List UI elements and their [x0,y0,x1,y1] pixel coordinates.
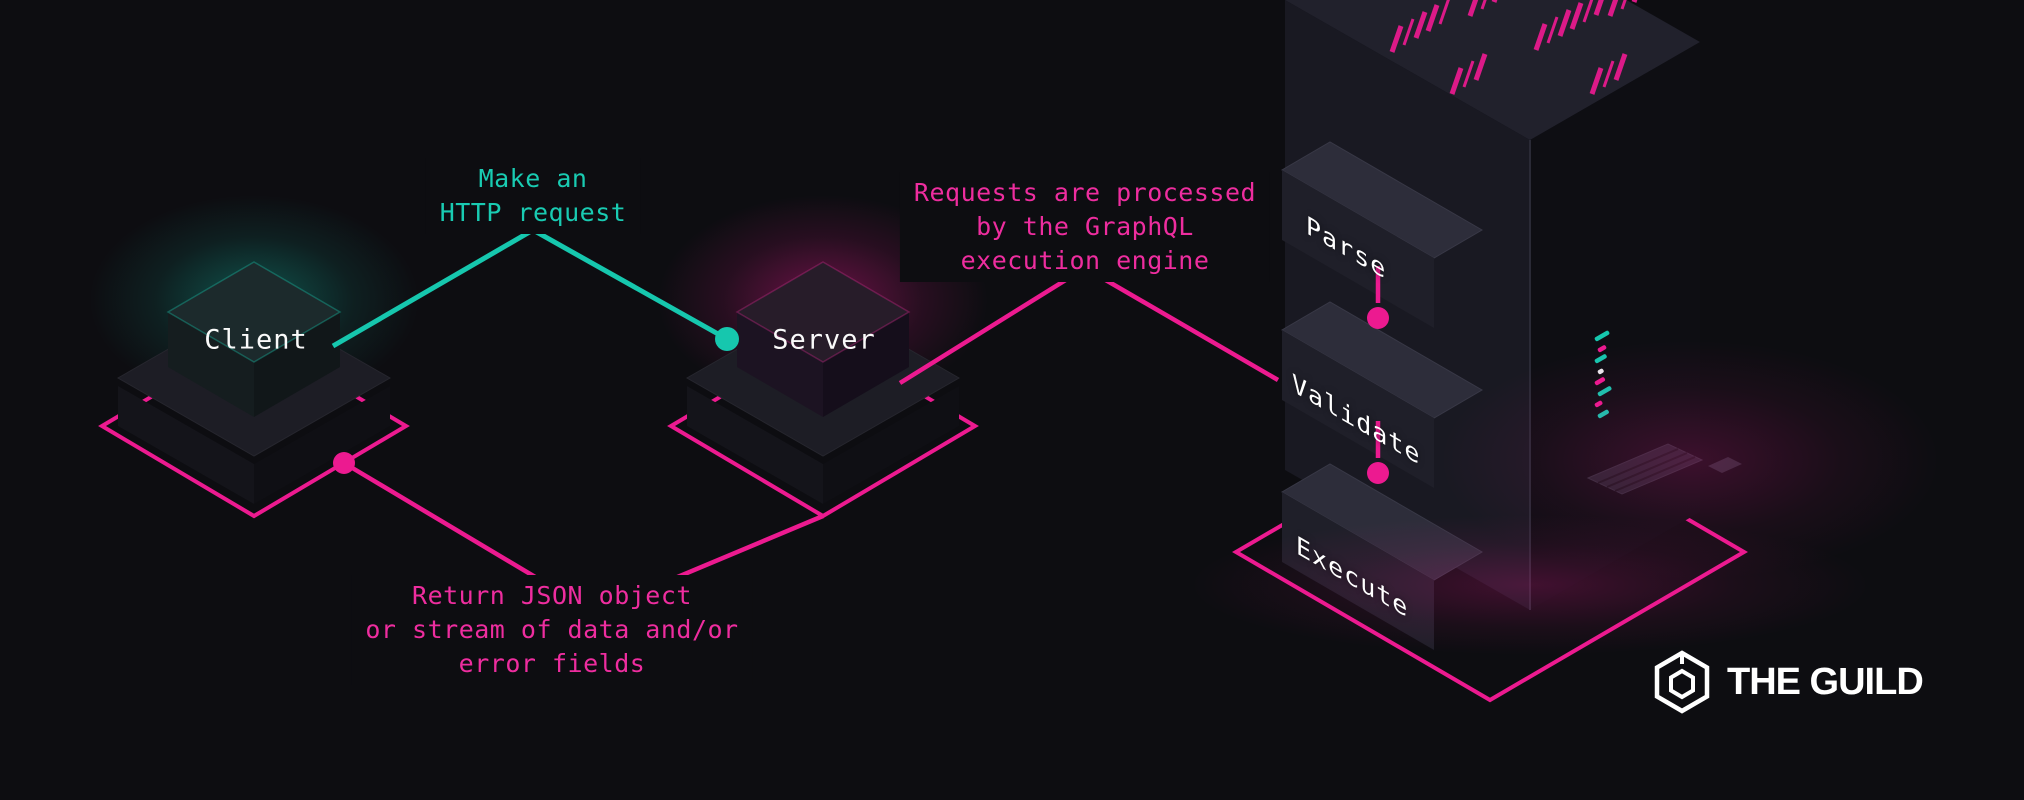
server-node [667,261,979,519]
response-caption: Return JSON object or stream of data and… [351,575,753,685]
step-box-validate [1281,301,1483,488]
client-slab-right-face [254,386,390,504]
barcode-bar [1462,60,1475,88]
http-request-caption: Make an HTTP request [425,158,641,234]
pin-dot-validate-execute [1367,462,1389,484]
server-slab-left-face [687,386,823,504]
server-cube-top-face [735,261,911,363]
barcode-marks-icon [1389,0,1638,95]
barcode-bar [1582,0,1594,23]
barcode-bar [1607,0,1619,17]
barcode-bar [1569,2,1584,30]
request-endpoint-dot [715,327,739,351]
client-slab-left-face [118,386,254,504]
barcode-bar [1533,23,1548,51]
tower-top-face [1285,0,1700,140]
step-connector-pins [1367,266,1389,484]
parse-box-top-face [1281,141,1483,259]
barcode-bar [1402,18,1415,46]
step-box-parse [1281,141,1483,328]
barcode-bar [1546,16,1559,44]
client-cube-right-face [254,312,340,417]
response-origin-dot [333,452,355,474]
server-label: Server [772,324,876,356]
barcode-bar [1602,60,1615,88]
guild-hexagon-icon [1654,650,1710,714]
server-cube [735,261,911,417]
code-dash [1594,330,1610,342]
server-slab-right-face [823,386,959,504]
brand-logo: THE GUILD [1650,650,1924,714]
barcode-bar [1467,0,1479,17]
barcode-bar [1631,0,1638,3]
barcode-bar [1413,11,1428,39]
barcode-bar [1589,67,1604,95]
client-node [98,261,410,519]
pin-dot-parse-validate [1367,307,1389,329]
barcode-bar [1449,67,1464,95]
server-cube-right-face [823,312,909,417]
barcode-bar [1620,0,1627,10]
validate-box-front-face [1282,330,1434,488]
parse-box-front-face [1282,170,1434,328]
barcode-bar [1389,25,1404,53]
execution-engine-tower [1190,0,1940,703]
barcode-bar [1593,0,1604,16]
barcode-bar [1438,0,1450,25]
client-label: Client [204,324,308,356]
validate-box-top-face [1281,301,1483,419]
client-cube [166,261,342,417]
client-cube-top-face [166,261,342,363]
barcode-bar [1613,53,1628,81]
guild-outer-hexagon [1654,650,1710,714]
processing-caption: Requests are processed by the GraphQL ex… [899,172,1271,282]
tower-base-glow [1190,515,1870,655]
guild-inner-hexagon [1669,668,1695,700]
barcode-bar [1480,0,1487,10]
client-cube-left-face [168,312,254,417]
server-cube-left-face [737,312,823,417]
barcode-bar [1425,4,1440,32]
barcode-bar [1557,9,1572,37]
barcode-bar [1473,53,1488,81]
brand-name: THE GUILD [1727,660,1924,703]
